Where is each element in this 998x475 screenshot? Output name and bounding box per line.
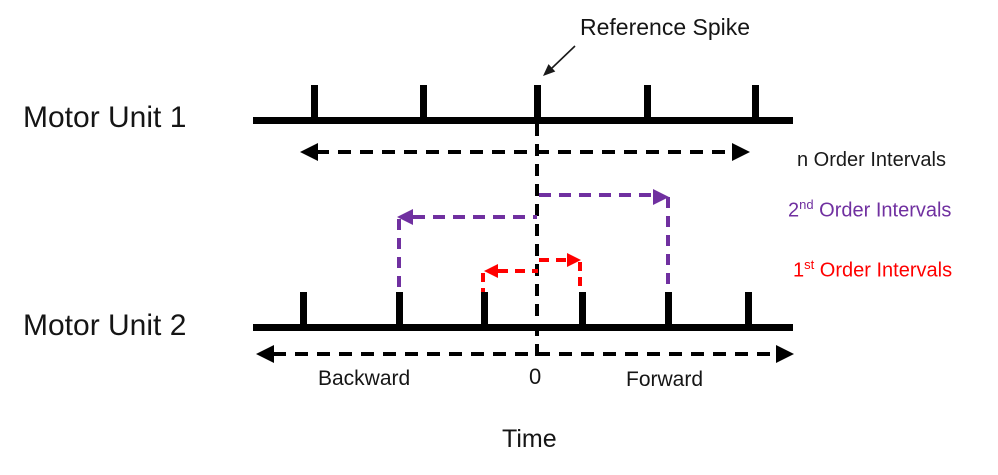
- n-order-intervals-label: n Order Intervals: [797, 149, 946, 171]
- spike-mark: [664, 292, 672, 325]
- motor-unit-1-timeline: [253, 117, 793, 124]
- first-order-forward-line: [539, 258, 569, 262]
- second-order-base: 2: [788, 199, 800, 222]
- time-axis-title: Time: [502, 425, 557, 453]
- second-order-intervals-label: 2nd Order Intervals: [788, 198, 951, 221]
- n-order-arrowhead-left: [300, 143, 318, 161]
- spike-mark: [299, 292, 307, 325]
- zero-label: 0: [529, 364, 542, 389]
- first-order-backward-arrowhead: [484, 264, 498, 278]
- motor-unit-2-label: Motor Unit 2: [23, 309, 187, 342]
- spike-mark: [643, 85, 651, 118]
- spike-mark: [751, 85, 759, 118]
- spike-mark: [419, 85, 427, 118]
- first-order-backward-line: [498, 269, 538, 273]
- first-order-backward-drop-line: [481, 273, 485, 292]
- motor-unit-1-label: Motor Unit 1: [23, 101, 187, 134]
- second-order-forward-line: [539, 193, 653, 197]
- first-order-forward-arrowhead: [567, 253, 581, 267]
- first-order-forward-drop-line: [578, 262, 582, 292]
- motor-unit-2-timeline: [253, 324, 793, 331]
- second-order-backward-arrowhead: [397, 209, 413, 225]
- reference-time-dashed-line: [535, 124, 539, 362]
- second-order-backward-line: [413, 215, 537, 219]
- time-axis-arrowhead-left: [256, 345, 274, 363]
- first-order-intervals-label: 1st Order Intervals: [793, 258, 952, 281]
- time-axis-arrowhead-right: [776, 345, 794, 363]
- reference-spike-arrow: [543, 45, 576, 76]
- spike-mark: [310, 85, 318, 118]
- spike-mark: [395, 292, 403, 325]
- second-order-rest: Order Intervals: [813, 199, 952, 222]
- n-order-interval-arrow-line: [316, 150, 734, 154]
- time-axis-line: [273, 352, 777, 356]
- second-order-sup: nd: [799, 197, 814, 212]
- first-order-rest: Order Intervals: [814, 259, 953, 282]
- n-order-arrowhead-right: [732, 143, 750, 161]
- spike-mark: [533, 85, 541, 118]
- reference-spike-label: Reference Spike: [580, 14, 751, 40]
- second-order-forward-drop-line: [666, 197, 670, 292]
- first-order-sup: st: [804, 257, 815, 272]
- spike-mark: [578, 292, 586, 325]
- forward-label: Forward: [626, 368, 704, 391]
- second-order-forward-arrowhead: [653, 189, 669, 205]
- spike-mark: [744, 292, 752, 325]
- first-order-base: 1: [793, 259, 805, 282]
- backward-label: Backward: [318, 367, 411, 390]
- spike-mark: [480, 292, 488, 325]
- second-order-backward-drop-line: [397, 219, 401, 292]
